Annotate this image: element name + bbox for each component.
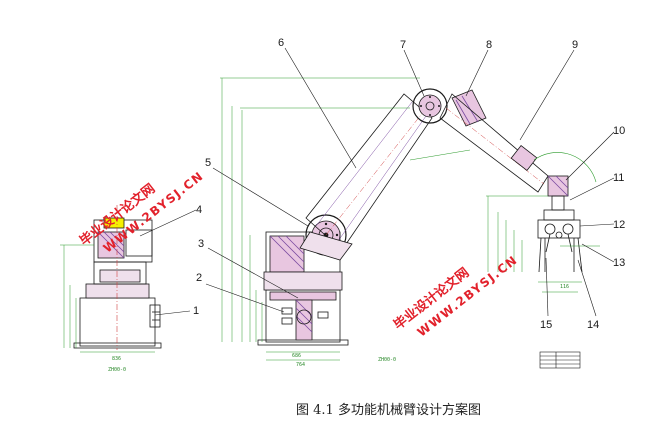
side-view	[60, 205, 197, 353]
front-view	[205, 47, 615, 361]
part-number-6: 6	[278, 37, 284, 49]
part-number-8: 8	[486, 39, 492, 51]
part-number-12: 12	[613, 219, 625, 231]
svg-text:116: 116	[560, 284, 569, 290]
watermark-left: 毕业设计论文网 WWW.2BYSJ.CN	[77, 169, 207, 256]
svg-text:686: 686	[292, 353, 301, 359]
side-view-base-top	[85, 283, 150, 299]
svg-text:836: 836	[112, 356, 121, 362]
svg-text:764: 764	[296, 362, 305, 368]
part-number-labels: 1 2 3 4 5 6 7 8 9 10 11 12 13 14 15	[193, 37, 625, 331]
forearm	[439, 93, 549, 193]
part-number-2: 2	[196, 272, 202, 284]
part-number-13: 13	[613, 257, 625, 269]
part-number-11: 11	[613, 172, 624, 184]
gripper	[537, 209, 583, 273]
title-block	[539, 351, 581, 369]
part-number-10: 10	[613, 125, 625, 137]
part-number-5: 5	[205, 157, 211, 169]
elbow-joint	[412, 88, 448, 124]
figure-caption: 图 4.1 多功能机械臂设计方案图	[296, 402, 481, 418]
svg-text:ZH00-0: ZH00-0	[378, 357, 396, 363]
part-number-4: 4	[196, 204, 202, 216]
svg-text:ZH00-0: ZH00-0	[108, 367, 126, 373]
part-number-3: 3	[198, 238, 204, 250]
part-number-7: 7	[400, 39, 406, 51]
part-number-15: 15	[540, 319, 552, 331]
part-number-1: 1	[193, 305, 199, 317]
watermark-right: 毕业设计论文网 WWW.2BYSJ.CN	[391, 253, 521, 340]
part-number-9: 9	[572, 39, 578, 51]
side-view-base	[79, 297, 156, 347]
part-number-14: 14	[587, 319, 599, 331]
